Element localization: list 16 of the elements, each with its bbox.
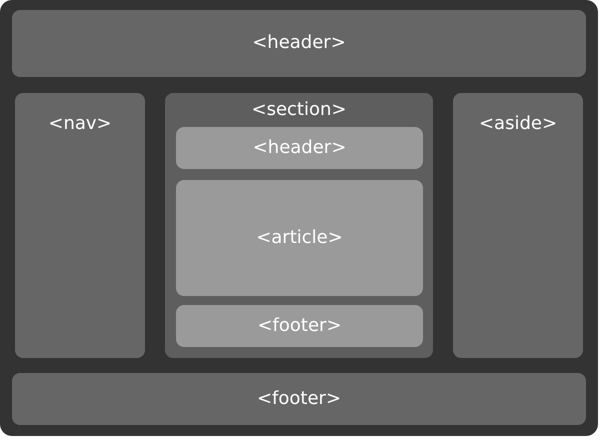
nav-region [15, 93, 145, 358]
region-label: <nav> [48, 113, 112, 136]
article-region [176, 180, 423, 296]
region-label: <aside> [478, 113, 558, 136]
header-region [176, 127, 423, 169]
region-label: <footer> [256, 388, 342, 410]
footer-region [176, 305, 423, 347]
region-label: <section> [252, 99, 346, 122]
region-label: <footer> [257, 314, 342, 338]
region-label: <header> [252, 136, 346, 160]
region-label: <article> [256, 226, 343, 250]
header-region [12, 10, 586, 77]
region-label: <header> [252, 32, 346, 55]
aside-region [453, 93, 583, 358]
footer-region [12, 373, 586, 425]
section-region [165, 93, 433, 358]
